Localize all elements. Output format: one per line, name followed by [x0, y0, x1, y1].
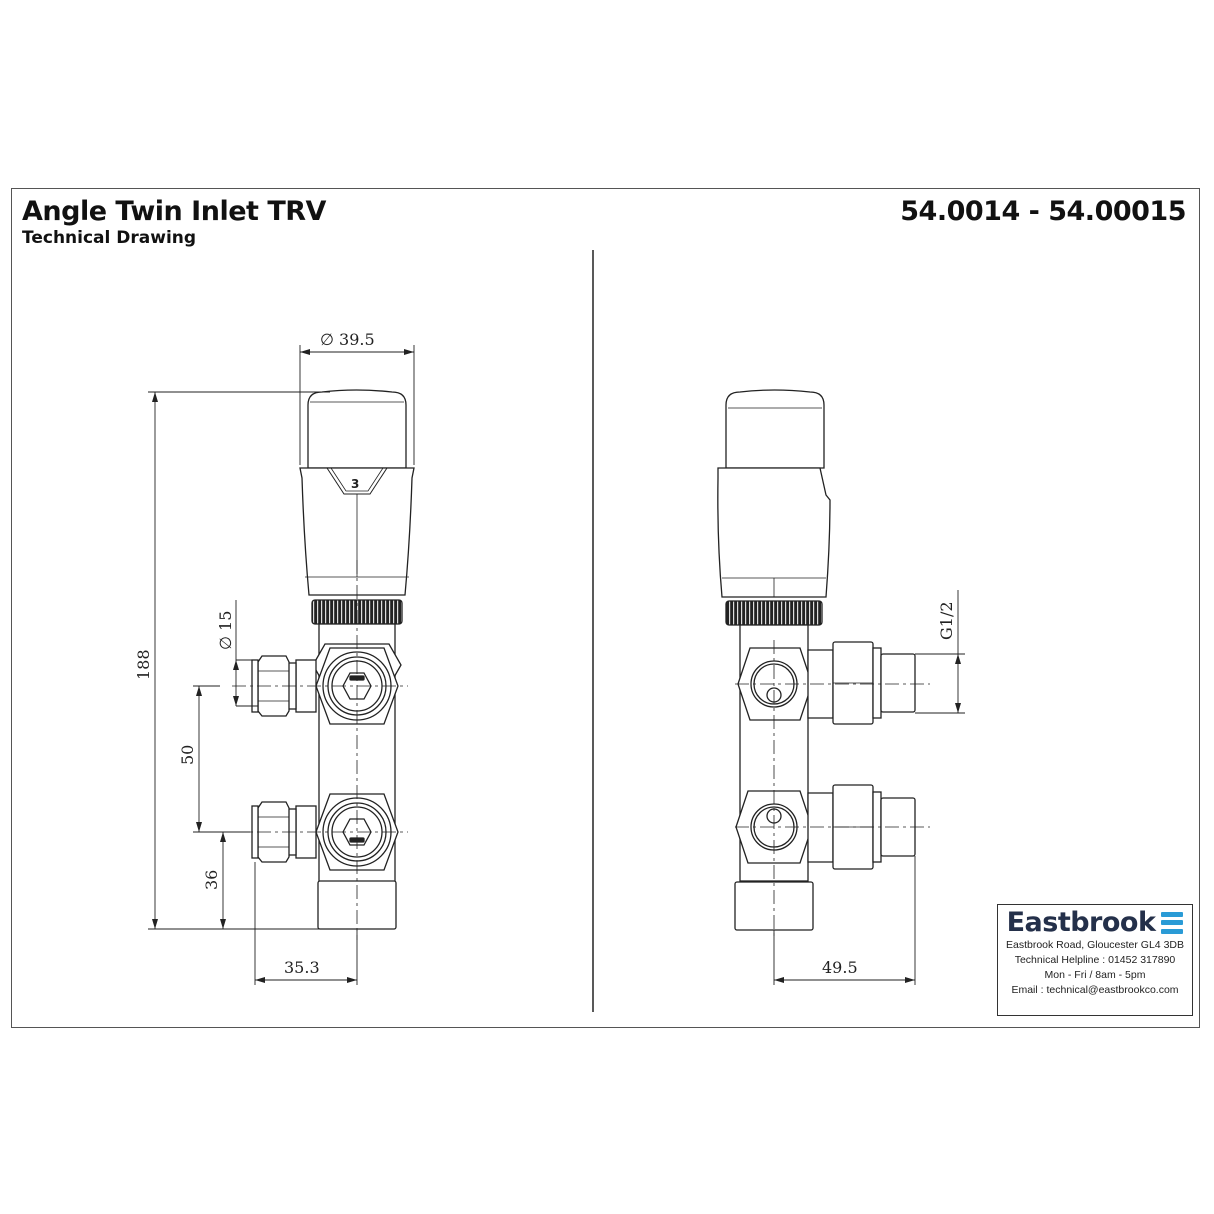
helpline: Technical Helpline : 01452 317890: [1014, 954, 1176, 966]
dim-bottom-to-inlet: 36: [202, 870, 221, 890]
product-codes: 54.0014 - 54.00015: [900, 196, 1186, 227]
drawing-subtitle: Technical Drawing: [22, 228, 197, 248]
dim-inlet-to-center: 35.3: [284, 958, 320, 977]
brand-name: Eastbrook: [1006, 907, 1156, 938]
dim-thread-size: G1/2: [937, 601, 956, 640]
address: Eastbrook Road, Gloucester GL4 3DB: [1005, 939, 1184, 951]
dim-overall-height: 188: [134, 649, 153, 680]
brand-logo: Eastbrook: [998, 907, 1192, 938]
dim-inlet-spacing: 50: [178, 745, 197, 765]
drawing-title: Angle Twin Inlet TRV: [22, 196, 326, 227]
dim-inlet-diameter: ∅ 15: [216, 611, 235, 650]
company-info-box: Eastbrook Eastbrook Road, Gloucester GL4…: [997, 904, 1193, 1016]
opening-hours: Mon - Fri / 8am - 5pm: [1044, 969, 1146, 981]
dim-outlet-length: 49.5: [822, 958, 858, 977]
front-view: [251, 389, 415, 930]
side-view: [717, 389, 916, 931]
email: Email : technical@eastbrookco.com: [1011, 984, 1179, 996]
waves-icon: [1161, 911, 1184, 934]
dim-head-diameter: ∅ 39.5: [320, 330, 375, 349]
drawing-sheet-border: [11, 188, 1200, 1028]
dial-setting-number: 3: [351, 477, 359, 491]
